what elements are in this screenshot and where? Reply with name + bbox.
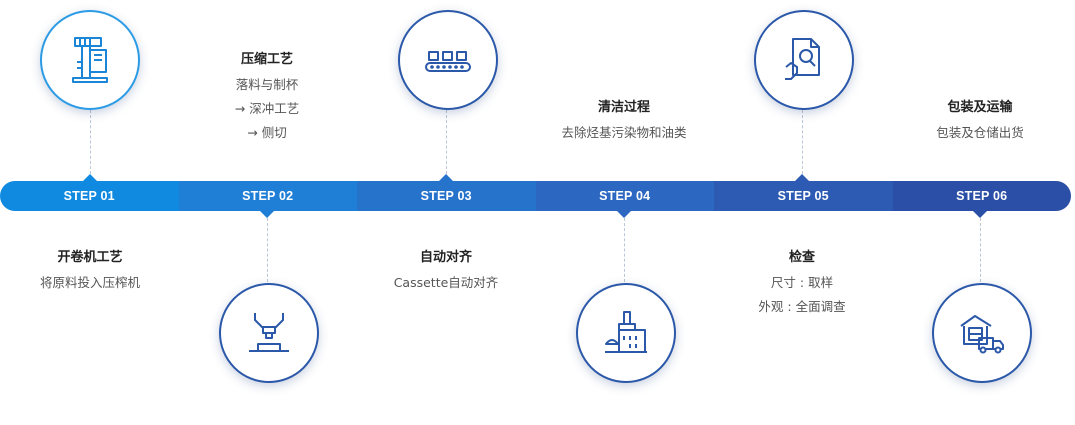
step-02-connector — [267, 218, 268, 282]
step-03-line-1: Cassette自动对齐 — [393, 275, 499, 290]
step-02-label: STEP 02 — [178, 181, 357, 211]
step-03-title: 自动对齐 — [419, 250, 472, 265]
step-05-title: 检查 — [788, 250, 815, 265]
step-02-line-3: → 侧切 — [247, 125, 287, 140]
step-02-pointer — [260, 211, 274, 218]
step-03-connector — [446, 110, 447, 174]
step-05-pointer — [795, 174, 809, 181]
process-step-bar: STEP 01 STEP 02 STEP 03 STEP 04 STEP 05 … — [0, 181, 1071, 211]
step-06-text: 包装及运输 包装及仓储出货 — [880, 96, 1075, 145]
uncoiler-machine-icon — [72, 37, 108, 83]
step-02-line-2: → 深冲工艺 — [234, 101, 300, 116]
step-06-pointer — [973, 211, 987, 218]
step-03-pointer — [439, 174, 453, 181]
step-01-connector — [90, 110, 91, 174]
step-01-description: 将原料投入压榨机 — [0, 271, 190, 295]
step-04-connector — [624, 218, 625, 282]
conveyor-icon — [425, 51, 471, 72]
step-06-description: 包装及仓储出货 — [880, 121, 1075, 145]
step-06-line-1: 包装及仓储出货 — [936, 125, 1024, 140]
step-04-description: 去除烃基污染物和油类 — [524, 121, 724, 145]
step-05-line-2: 外观 : 全面调查 — [758, 299, 846, 314]
step-04-label: STEP 04 — [535, 181, 714, 211]
step-01-text: 开卷机工艺 将原料投入压榨机 — [0, 246, 190, 295]
step-01-line-1: 将原料投入压榨机 — [39, 275, 140, 290]
step-02-text: 压缩工艺 落料与制杯 → 深冲工艺 → 侧切 — [167, 48, 367, 145]
step-06-label: STEP 06 — [892, 181, 1071, 211]
inspection-document-icon — [785, 38, 820, 80]
step-06-title: 包装及运输 — [947, 100, 1013, 115]
step-01-pointer — [83, 174, 97, 181]
step-05-description: 尺寸 : 取样 外观 : 全面调查 — [702, 271, 902, 319]
factory-icon — [605, 311, 647, 353]
step-05-line-1: 尺寸 : 取样 — [770, 275, 834, 290]
warehouse-truck-icon — [960, 315, 1004, 354]
press-machine-icon — [249, 313, 289, 352]
step-04-icon-circle — [576, 283, 676, 383]
step-01-title: 开卷机工艺 — [57, 250, 123, 265]
step-05-text: 检查 尺寸 : 取样 外观 : 全面调查 — [702, 246, 902, 319]
step-02-icon-circle — [219, 283, 319, 383]
step-05-connector — [802, 110, 803, 174]
step-03-label: STEP 03 — [357, 181, 536, 211]
step-02-line-1: 落料与制杯 — [235, 77, 299, 92]
step-05-label: STEP 05 — [714, 181, 893, 211]
step-01-label: STEP 01 — [0, 181, 179, 211]
step-04-pointer — [617, 211, 631, 218]
step-04-text: 清洁过程 去除烃基污染物和油类 — [524, 96, 724, 145]
step-03-text: 自动对齐 Cassette自动对齐 — [346, 246, 546, 295]
step-04-line-1: 去除烃基污染物和油类 — [561, 125, 687, 140]
step-06-connector — [980, 218, 981, 282]
step-02-title: 压缩工艺 — [240, 52, 293, 67]
step-01-icon-circle — [40, 10, 140, 110]
step-02-description: 落料与制杯 → 深冲工艺 → 侧切 — [167, 73, 367, 145]
step-05-icon-circle — [754, 10, 854, 110]
step-03-icon-circle — [398, 10, 498, 110]
step-06-icon-circle — [932, 283, 1032, 383]
step-03-description: Cassette自动对齐 — [346, 271, 546, 295]
step-04-title: 清洁过程 — [597, 100, 650, 115]
